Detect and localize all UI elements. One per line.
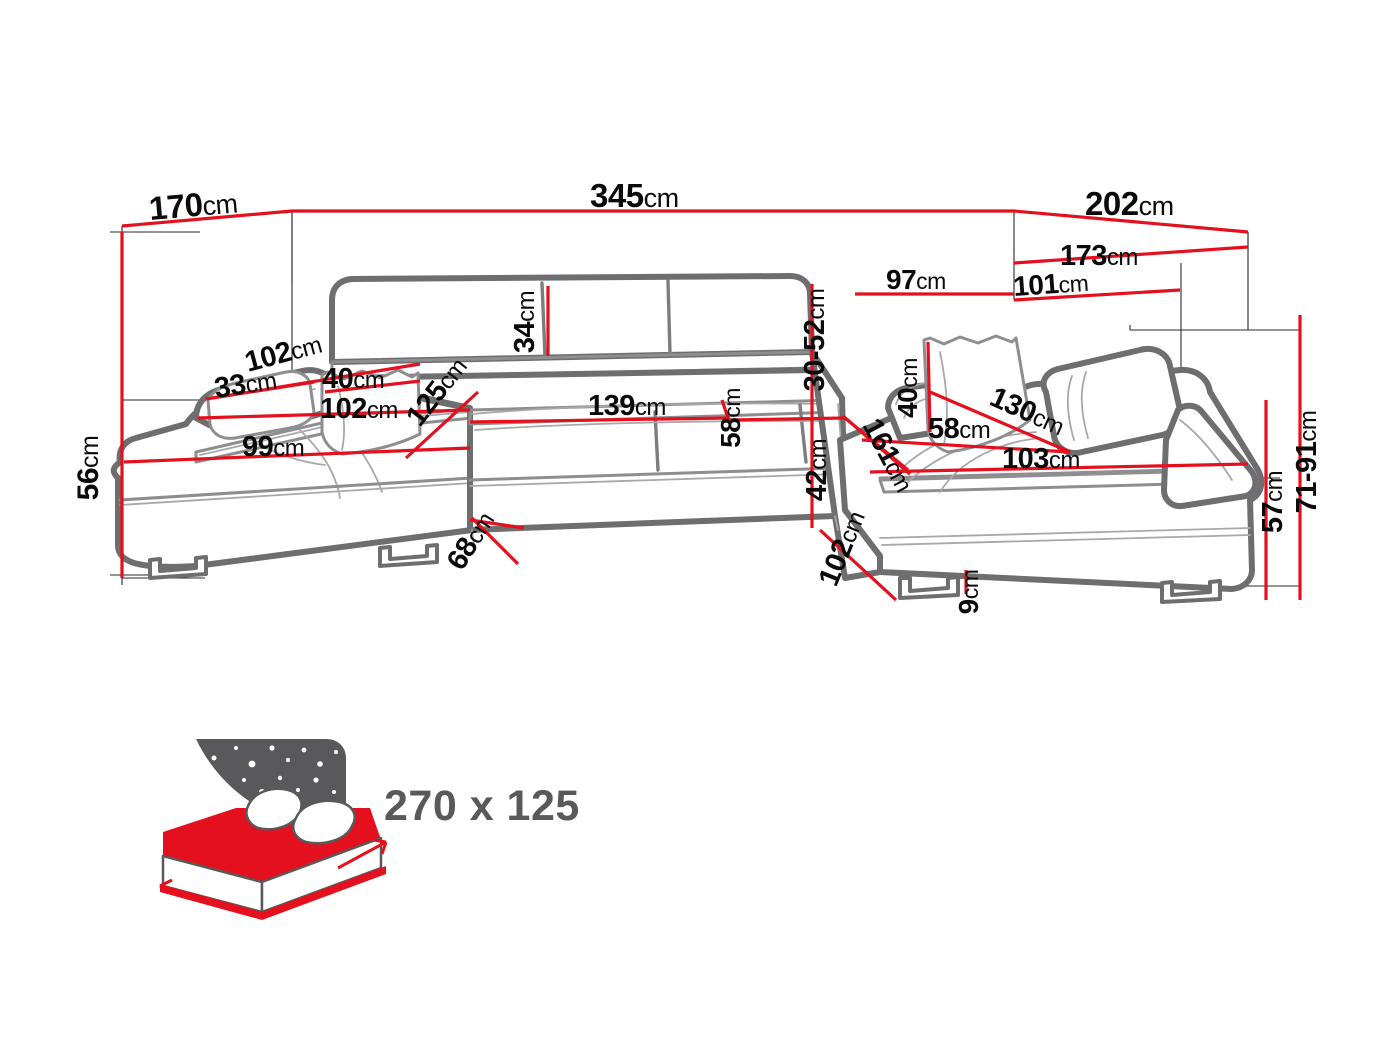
right-rear-leg bbox=[1160, 579, 1222, 604]
label-right-depth-inner: 173cm bbox=[1060, 240, 1138, 272]
center-backrest bbox=[329, 273, 815, 365]
label-left-depth-top: 170cm bbox=[147, 182, 238, 227]
right-back-cushion bbox=[1040, 346, 1184, 456]
label-overall-width: 345cm bbox=[590, 177, 679, 214]
bed-pillow-front bbox=[292, 799, 356, 845]
label-seat-height-front: 42cm bbox=[801, 439, 833, 501]
sleeping-bed-icon: 270 x 125 bbox=[159, 739, 580, 920]
left-rear-leg bbox=[378, 543, 439, 568]
label-back-height-range: 71-91cm bbox=[1291, 411, 1323, 514]
label-left-seat-depth: 102cm bbox=[320, 393, 398, 425]
label-right-depth-top: 202cm bbox=[1085, 185, 1174, 222]
label-right-seat-width: 97cm bbox=[886, 264, 946, 295]
label-right-pillow-height: 40cm bbox=[892, 358, 923, 418]
bed-base-trim bbox=[160, 866, 386, 920]
label-arm-width-range: 30-52cm bbox=[799, 289, 831, 392]
label-back-height: 34cm bbox=[509, 291, 541, 353]
left-front-leg bbox=[148, 555, 208, 580]
bed-size-label: 270 x 125 bbox=[384, 782, 580, 830]
label-right-seat-depth: 58cm bbox=[928, 413, 990, 445]
label-right-back-depth: 101cm bbox=[1012, 266, 1089, 302]
label-left-seat-width: 99cm bbox=[242, 431, 304, 463]
label-right-seat-front: 103cm bbox=[1002, 443, 1080, 475]
label-leg-height: 9cm bbox=[953, 570, 984, 615]
label-left-arm-top: 33cm bbox=[212, 364, 279, 405]
sofa-illustration bbox=[110, 273, 1265, 604]
dimension-lines bbox=[120, 209, 1302, 602]
crescent-moon-icon bbox=[176, 739, 268, 828]
right-armrest bbox=[1161, 402, 1259, 510]
label-center-seat-width: 139cm bbox=[588, 390, 666, 422]
label-corner-seat-depth: 58cm bbox=[715, 388, 746, 448]
label-right-arm-height: 57cm bbox=[1257, 471, 1289, 533]
right-front-leg bbox=[898, 575, 960, 600]
left-armrest-pillow bbox=[206, 370, 316, 440]
label-left-arm-height: 56cm bbox=[72, 436, 105, 501]
bed-dimension-arrows bbox=[159, 838, 388, 916]
label-left-pillow-width: 40cm bbox=[322, 363, 384, 395]
